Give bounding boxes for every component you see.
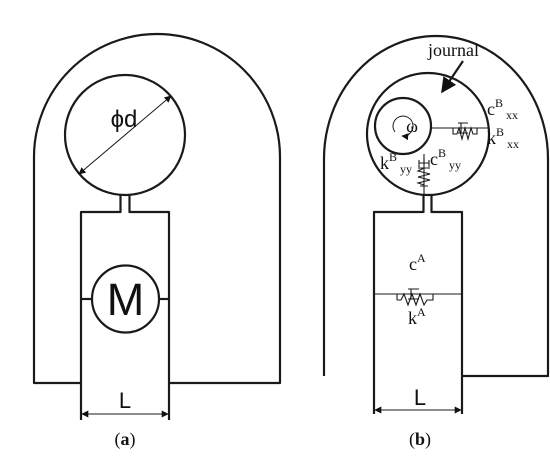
k-a-label: kA	[408, 305, 426, 328]
journal-circle	[373, 96, 433, 156]
k-byy-label: kByy	[380, 150, 412, 176]
diameter-label: ϕd	[111, 106, 138, 133]
housing-outline-a	[32, 32, 282, 385]
panel-b: cA kA ω journal cBxx kBxx cByy kByy L (b…	[322, 34, 550, 450]
omega-label: ω	[406, 116, 418, 136]
spring-a	[396, 292, 434, 307]
journal-label: journal	[427, 40, 479, 60]
spring-xx	[452, 125, 478, 142]
neck-b	[372, 195, 464, 414]
k-bxx-label: kBxx	[487, 125, 519, 151]
damper-xx	[455, 122, 474, 134]
journal-bore-b	[365, 71, 491, 197]
spring-yy	[416, 167, 431, 187]
damper-yy	[418, 158, 430, 169]
journal-bore-a	[63, 73, 187, 197]
journal-pointer-arrow	[441, 60, 464, 94]
c-bxx-label: cBxx	[487, 96, 518, 122]
c-a-label: cA	[409, 251, 426, 274]
panel-a: M ϕd L (a)	[32, 32, 282, 450]
motor-circle	[90, 264, 161, 334]
housing-outline-b-arch	[322, 34, 550, 378]
motor-label: M	[107, 274, 145, 325]
rotation-arrow	[392, 115, 414, 141]
length-label-a: L	[119, 388, 131, 413]
damper-a	[403, 288, 431, 300]
length-label-b: L	[414, 385, 426, 410]
caption-b: (b)	[409, 429, 431, 450]
diameter-arrow	[78, 95, 172, 175]
neck-a	[79, 194, 171, 420]
caption-a: (a)	[115, 429, 136, 450]
c-byy-label: cByy	[430, 146, 461, 172]
